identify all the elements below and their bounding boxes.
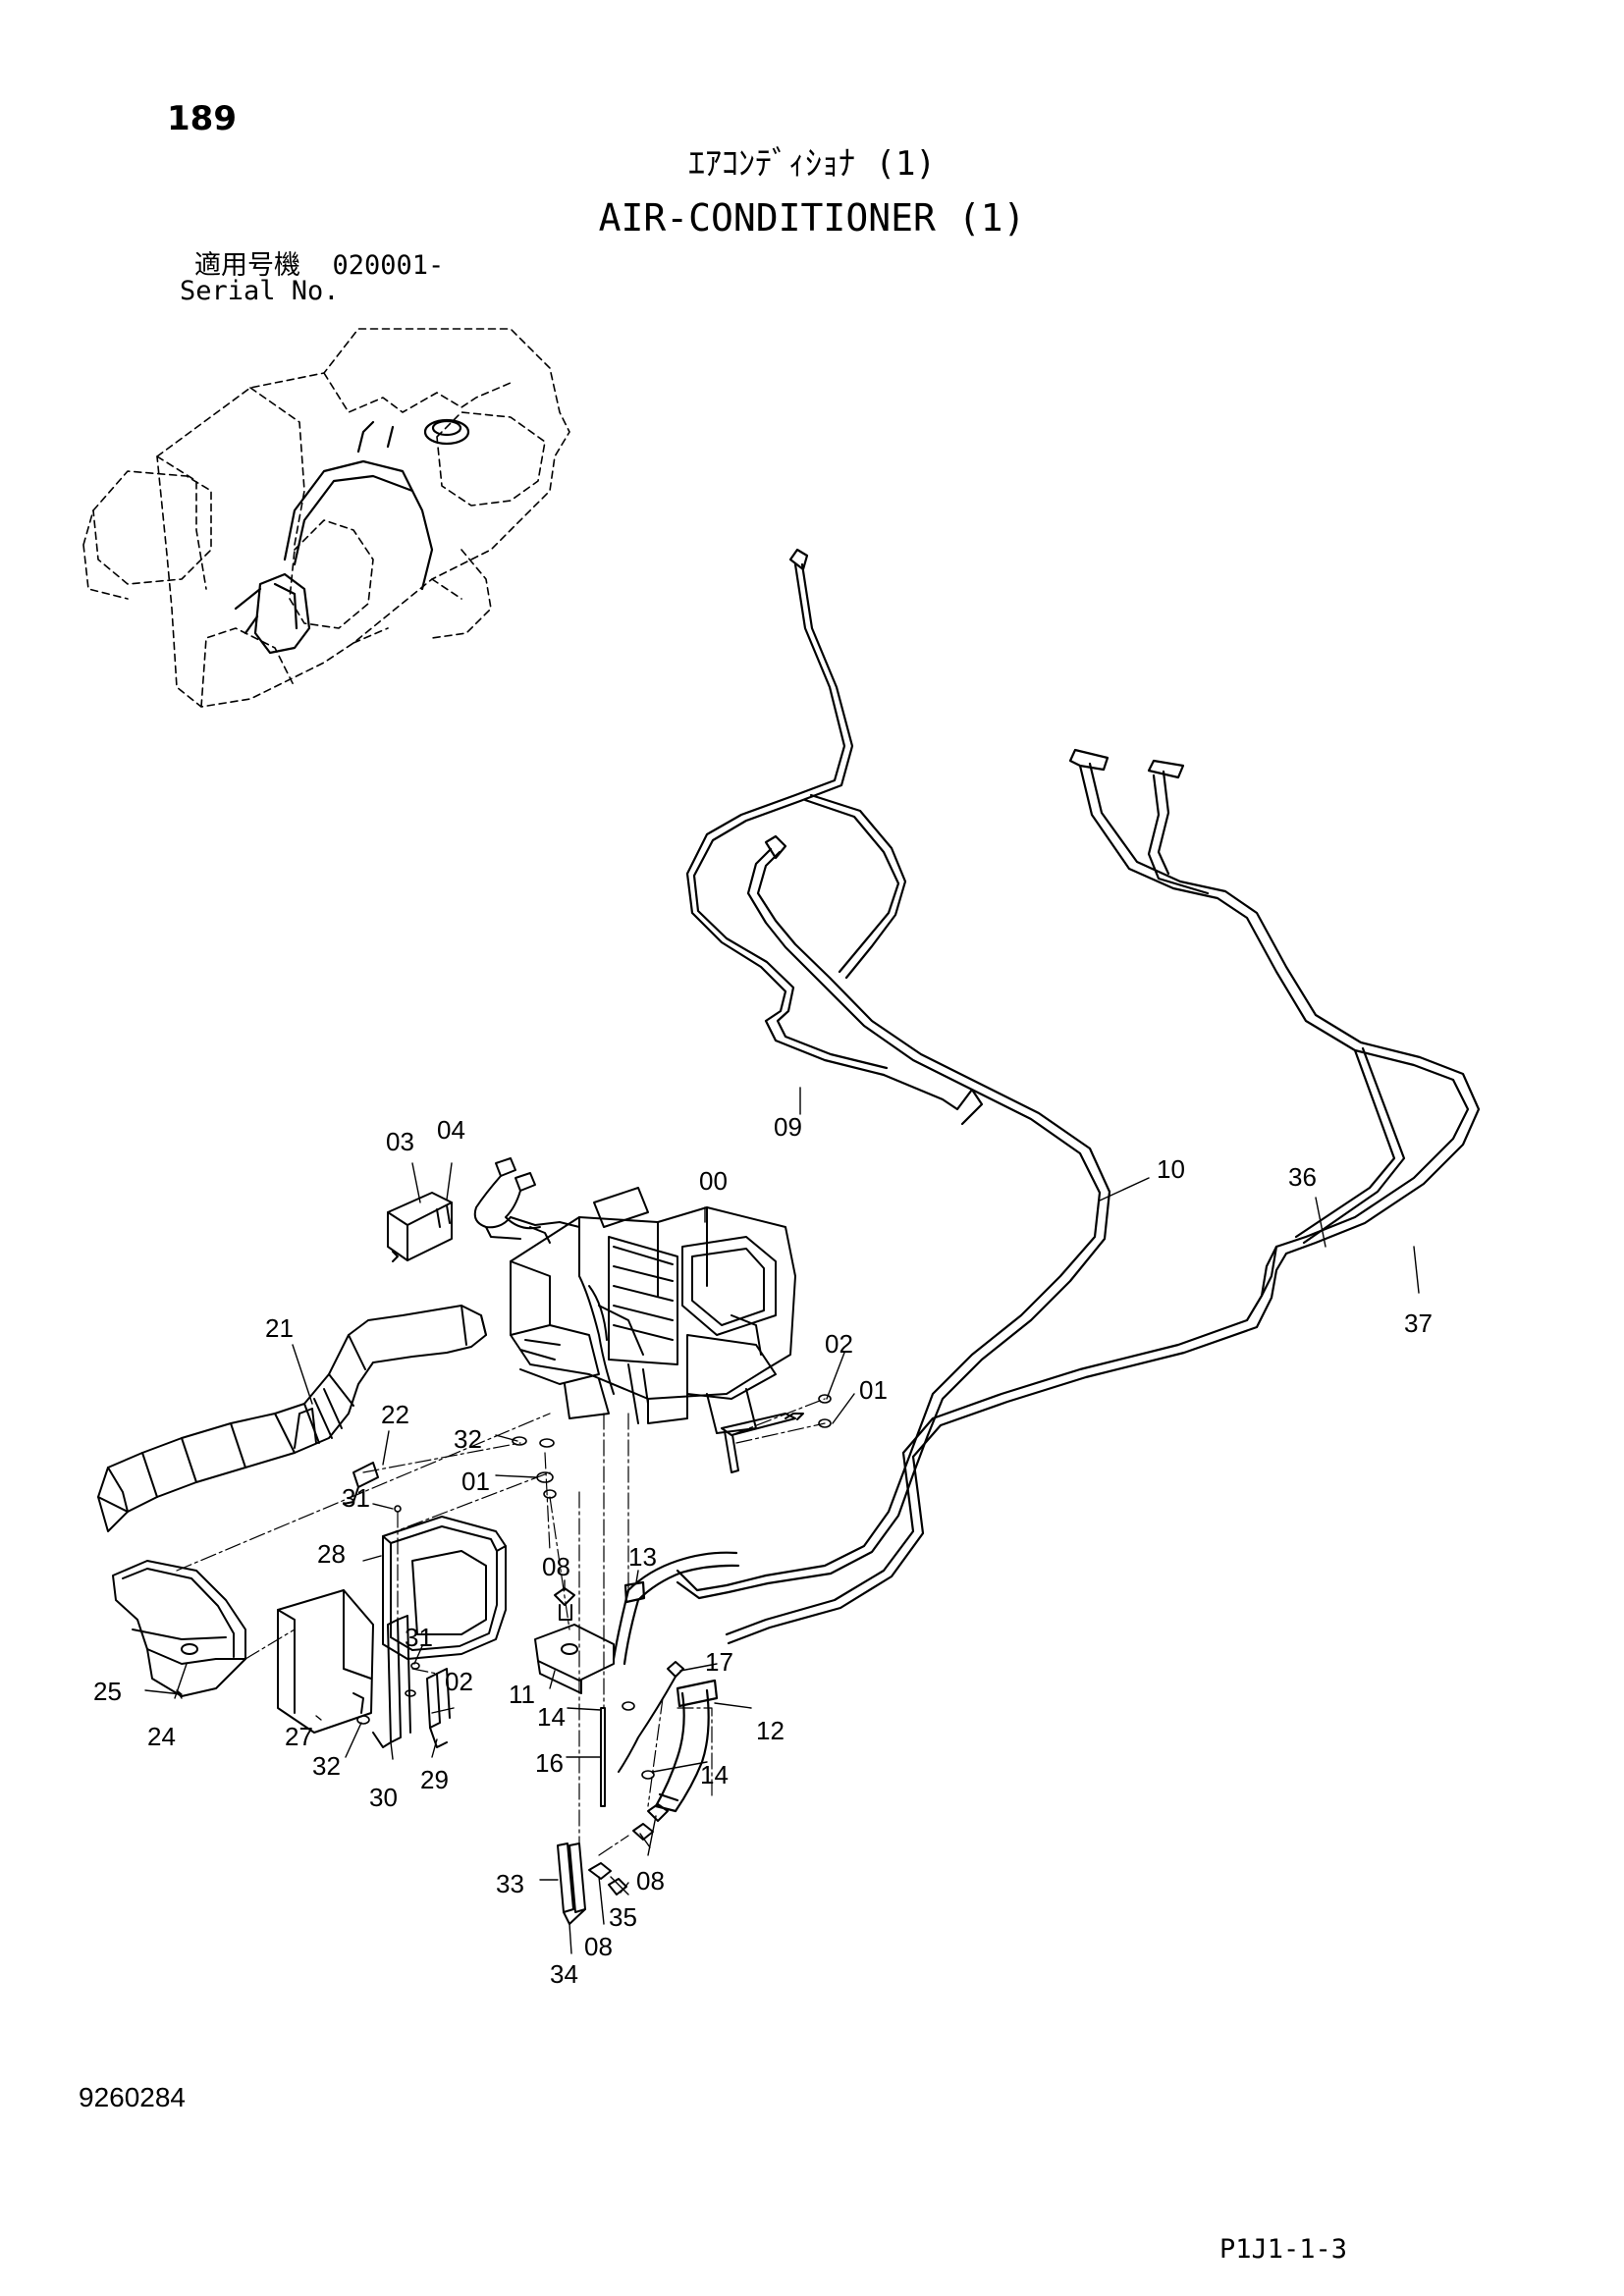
page-code: P1J1-1-3 [1219,2234,1348,2265]
callout-02a: 02 [445,1667,473,1696]
callout-12: 12 [756,1716,785,1745]
frame-28 [382,1516,507,1660]
page-number: 189 [167,99,237,138]
callout-09: 09 [774,1112,802,1142]
callout-30: 30 [369,1783,398,1812]
plate-11 [534,1624,615,1694]
callout-29: 29 [420,1765,449,1794]
callout-31a: 31 [342,1483,370,1513]
drawing-number: 9260284 [79,2082,187,2112]
callout-14b: 14 [700,1760,729,1789]
bracket-30 [372,1615,411,1748]
filter-27 [277,1589,374,1734]
callout-36: 36 [1288,1162,1317,1192]
bracket-22 [343,1462,379,1505]
bracket-29 [426,1668,451,1748]
hose-09 [685,548,984,1126]
unit-mounting-bracket [721,1413,804,1473]
title-english: AIR-CONDITIONER (1) [598,196,1026,240]
callout-02b: 02 [825,1329,853,1359]
callout-10: 10 [1157,1154,1185,1184]
callout-22: 22 [381,1400,409,1429]
serial-label-japanese: 適用号機 [194,250,300,281]
callout-11: 11 [509,1680,535,1709]
callout-14a: 14 [537,1702,566,1732]
callout-27: 27 [285,1722,313,1751]
lower-duct-24 [112,1560,246,1697]
callout-08c: 08 [584,1932,613,1961]
controller-box-03 [387,1192,453,1262]
air-conditioner-unit-00 [510,1187,796,1434]
callout-03: 03 [386,1127,414,1156]
callout-00: 00 [699,1166,728,1196]
callout-34: 34 [550,1959,578,1989]
callout-25: 25 [93,1677,122,1706]
callout-16: 16 [535,1748,564,1778]
duct-21 [97,1305,487,1532]
machine-locator-thumbnail [82,328,570,708]
assembly-phantom-lines [176,1398,826,1856]
callout-37: 37 [1404,1308,1433,1338]
serial-line-japanese: 適用号機 020001- [194,252,444,279]
callout-21: 21 [265,1313,294,1343]
callout-04: 04 [437,1115,465,1145]
serial-value: 020001- [332,250,445,281]
hose-12 [654,1679,719,1813]
callout-32b: 32 [312,1751,341,1781]
title-japanese: ｴｱｺﾝﾃﾞｨｼｮﾅ (1) [688,144,936,184]
clamp-17 [618,1661,684,1773]
drain-hose-33 [557,1842,586,1925]
callout-24: 24 [147,1722,176,1751]
callout-17: 17 [705,1647,733,1677]
callout-01b: 01 [859,1375,888,1405]
leader-lines [144,1087,1420,1954]
locator-ac-unit-highlight [234,418,470,655]
wire-harness-04 [473,1157,580,1244]
callout-28: 28 [317,1539,346,1569]
callout-32a: 32 [454,1424,482,1454]
callout-35: 35 [609,1902,637,1932]
hose-13 [612,1551,740,1666]
hose-36-37 [725,748,1481,1645]
callout-31b: 31 [405,1623,433,1652]
callout-01a: 01 [461,1467,490,1496]
callout-13: 13 [628,1542,657,1572]
callout-33: 33 [496,1869,524,1898]
callout-08a: 08 [542,1552,570,1581]
clamps-08 [554,1587,669,1896]
serial-label-english: Serial No. [180,276,340,306]
callout-08b: 08 [636,1866,665,1896]
